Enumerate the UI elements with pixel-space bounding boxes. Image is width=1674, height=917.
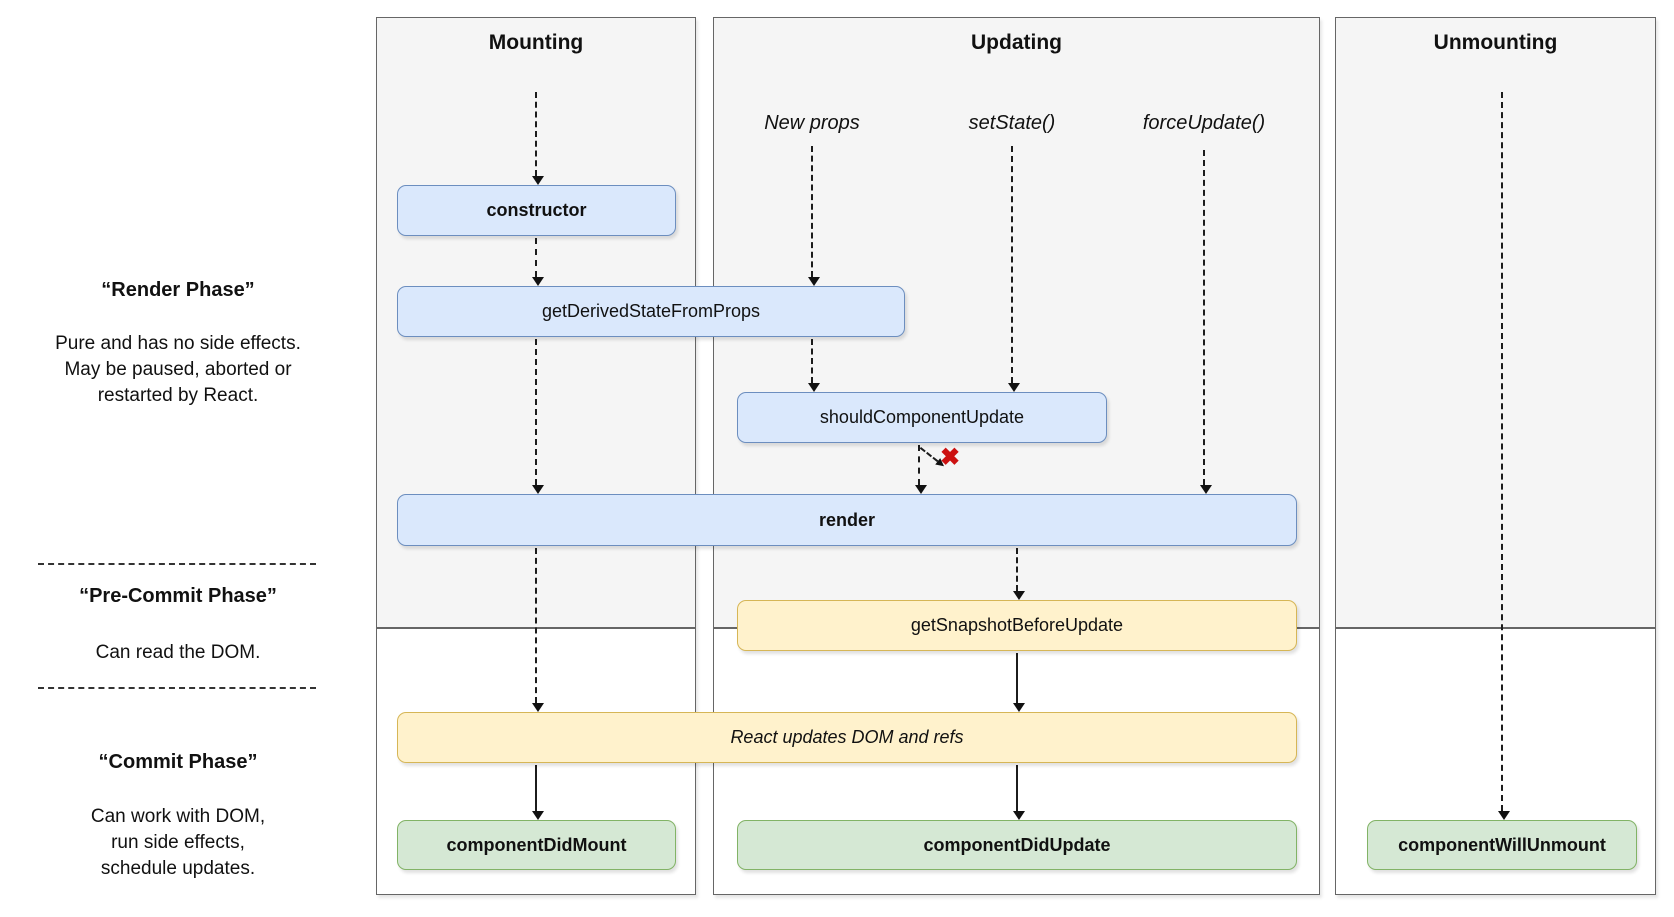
phase-line: restarted by React. [97,385,259,406]
node-constructor: constructor [397,185,676,236]
phase-title: “Render Phase” [101,279,255,301]
flow-arrow-mounting-start [532,92,544,185]
flow-arrow-render-to-getsnapshot [1013,548,1025,600]
flow-arrow-reactupdates-to-didmount [532,765,544,820]
flow-arrow-newprops-to-getderivedstate [808,146,820,286]
phase-title: “Pre-Commit Phase” [79,585,277,607]
pre-commit-phase-title: “Pre-Commit Phase” [20,585,336,608]
phase-line: Pure and has no side effects. [55,333,301,354]
column-title-unmounting: Unmounting [1433,31,1558,54]
node-componentdidupdate: componentDidUpdate [737,820,1297,870]
trigger-forceupdate: forceUpdate() [1142,112,1266,134]
node-render: render [397,494,1297,546]
phase-line: Can work with DOM, [90,806,266,827]
trigger-new-props: New props [764,112,860,134]
column-title-updating: Updating [971,31,1062,54]
pre-commit-phase-description: Can read the DOM. [20,640,336,666]
phase-line: schedule updates. [100,858,256,879]
phase-line: May be paused, aborted or [64,359,292,380]
flow-arrow-forceupdate-to-render [1200,150,1212,494]
flow-arrow-getderivedstate-to-render [532,339,544,494]
phase-line: run side effects, [111,832,245,853]
column-title-mounting: Mounting [488,31,584,54]
flow-arrow-reactupdates-to-didupdate [1013,765,1025,820]
phase-divider [38,563,316,565]
node-getderivedstatefromprops: getDerivedStateFromProps [397,286,905,337]
skip-update-x-icon: ✖ [940,444,961,471]
commit-phase-description: Can work with DOM, run side effects, sch… [20,804,336,882]
commit-phase-title: “Commit Phase” [20,751,336,774]
node-shouldcomponentupdate: shouldComponentUpdate [737,392,1107,443]
node-componentdidmount: componentDidMount [397,820,676,870]
flow-arrow-constructor-to-getderivedstate [532,238,544,286]
trigger-setstate: setState() [968,112,1056,134]
render-phase-title: “Render Phase” [20,279,336,302]
flow-arrow-unmounting-to-willunmount [1498,92,1510,820]
phase-line: Can read the DOM. [95,642,261,663]
node-react-updates-dom: React updates DOM and refs [397,712,1297,763]
flow-arrow-shouldupdate-to-render [915,445,927,494]
unmounting-column-render-area [1335,17,1656,628]
render-phase-description: Pure and has no side effects. May be pau… [20,331,336,409]
phase-title: “Commit Phase” [98,751,258,773]
flow-arrow-getsnapshot-to-reactupdates [1013,653,1025,712]
node-getsnapshotbeforeupdate: getSnapshotBeforeUpdate [737,600,1297,651]
phase-divider [38,687,316,689]
node-componentwillunmount: componentWillUnmount [1367,820,1637,870]
flow-arrow-render-to-reactupdates [532,548,544,712]
flow-arrow-getderivedstate-to-shouldupdate [808,339,820,392]
flow-arrow-setstate-to-shouldupdate [1008,146,1020,392]
